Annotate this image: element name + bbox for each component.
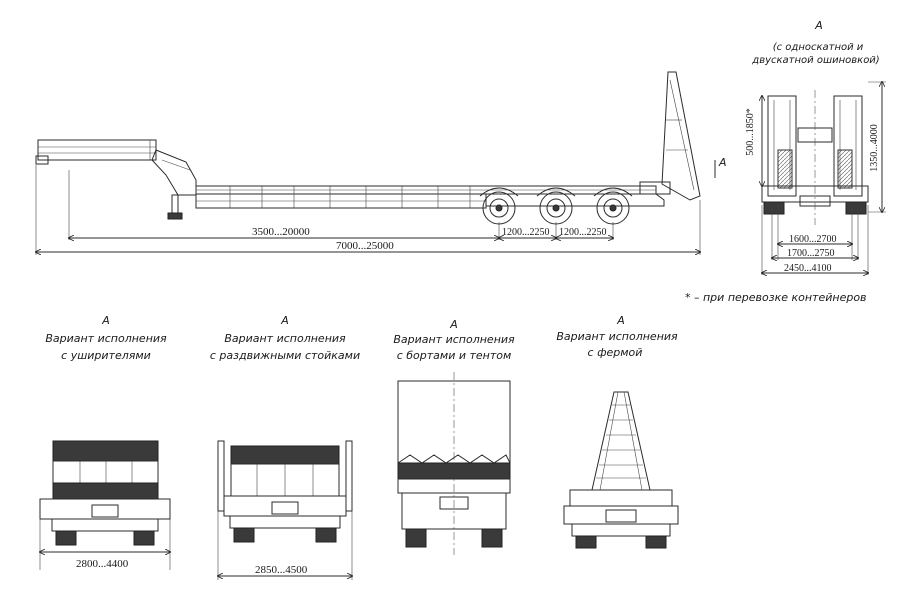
loading-ramp [661,71,701,201]
variant-2-letter: A [280,314,289,327]
variant-1-letter: A [101,314,110,327]
rear-view-subtitle-line2: двускатной ошиновкой) [751,55,879,66]
variant-1-line1: Вариант исполнения [45,332,167,345]
ramp-left [767,95,797,197]
wheel [539,191,573,225]
variant-4-line2: с фермой [588,346,643,359]
variant-2-line2: с раздвижными стойками [210,349,360,362]
gooseneck-neck [151,149,197,196]
side-view-dimensions [36,165,700,255]
variant-1-width: 2800...4400 [76,558,129,570]
dim-total-height: 1350...4000 [869,124,880,172]
variant-3-line1: Вариант исполнения [393,333,515,346]
landing-gear [171,194,179,214]
dim-track-inner: 1600...2700 [789,234,837,245]
variant-stakes-drawing [217,440,353,580]
variant-tarp-drawing [397,372,511,555]
dim-overall-width: 2450...4100 [784,263,832,274]
variant-3-line2: с бортами и тентом [397,349,512,362]
rear-view-subtitle-line1: (с односкатной и [773,42,864,53]
wheel [482,191,516,225]
cargo-top [52,440,159,462]
variant-1-line2: с уширителями [61,349,151,362]
variant-truss-drawing [563,391,679,549]
variant-4-line1: Вариант исполнения [556,330,678,343]
trailer-side-view: A [35,71,727,225]
side-boards [401,492,507,530]
truss-frame [591,391,651,491]
footnote: * – при перевозке контейнеров [685,291,867,304]
variant-wideners-drawing [39,440,171,570]
dim-deck-height: 500...1850* [745,108,756,156]
dim-deck-length: 3500...20000 [252,226,310,238]
dim-axle-spacing-2: 1200...2250 [559,227,607,238]
stake-left [217,440,225,512]
variant-2-width: 2850...4500 [255,564,308,576]
variant-3-letter: A [449,318,458,331]
rear-view-title: A [814,19,823,32]
rear-view-dimensions [762,82,886,275]
variant-2-line1: Вариант исполнения [224,332,346,345]
dim-axle-spacing-1: 1200...2250 [502,227,550,238]
gooseneck-platform [37,139,157,161]
trailer-rear-view [761,90,869,225]
widener-platform [39,498,171,520]
dim-overall-length: 7000...25000 [336,240,394,252]
wheel [596,191,630,225]
stake-right [345,440,353,512]
dim-track-outer: 1700...2750 [787,248,835,259]
ramp-right [833,95,863,197]
variant-4-letter: A [616,314,625,327]
section-marker: A [718,156,727,169]
